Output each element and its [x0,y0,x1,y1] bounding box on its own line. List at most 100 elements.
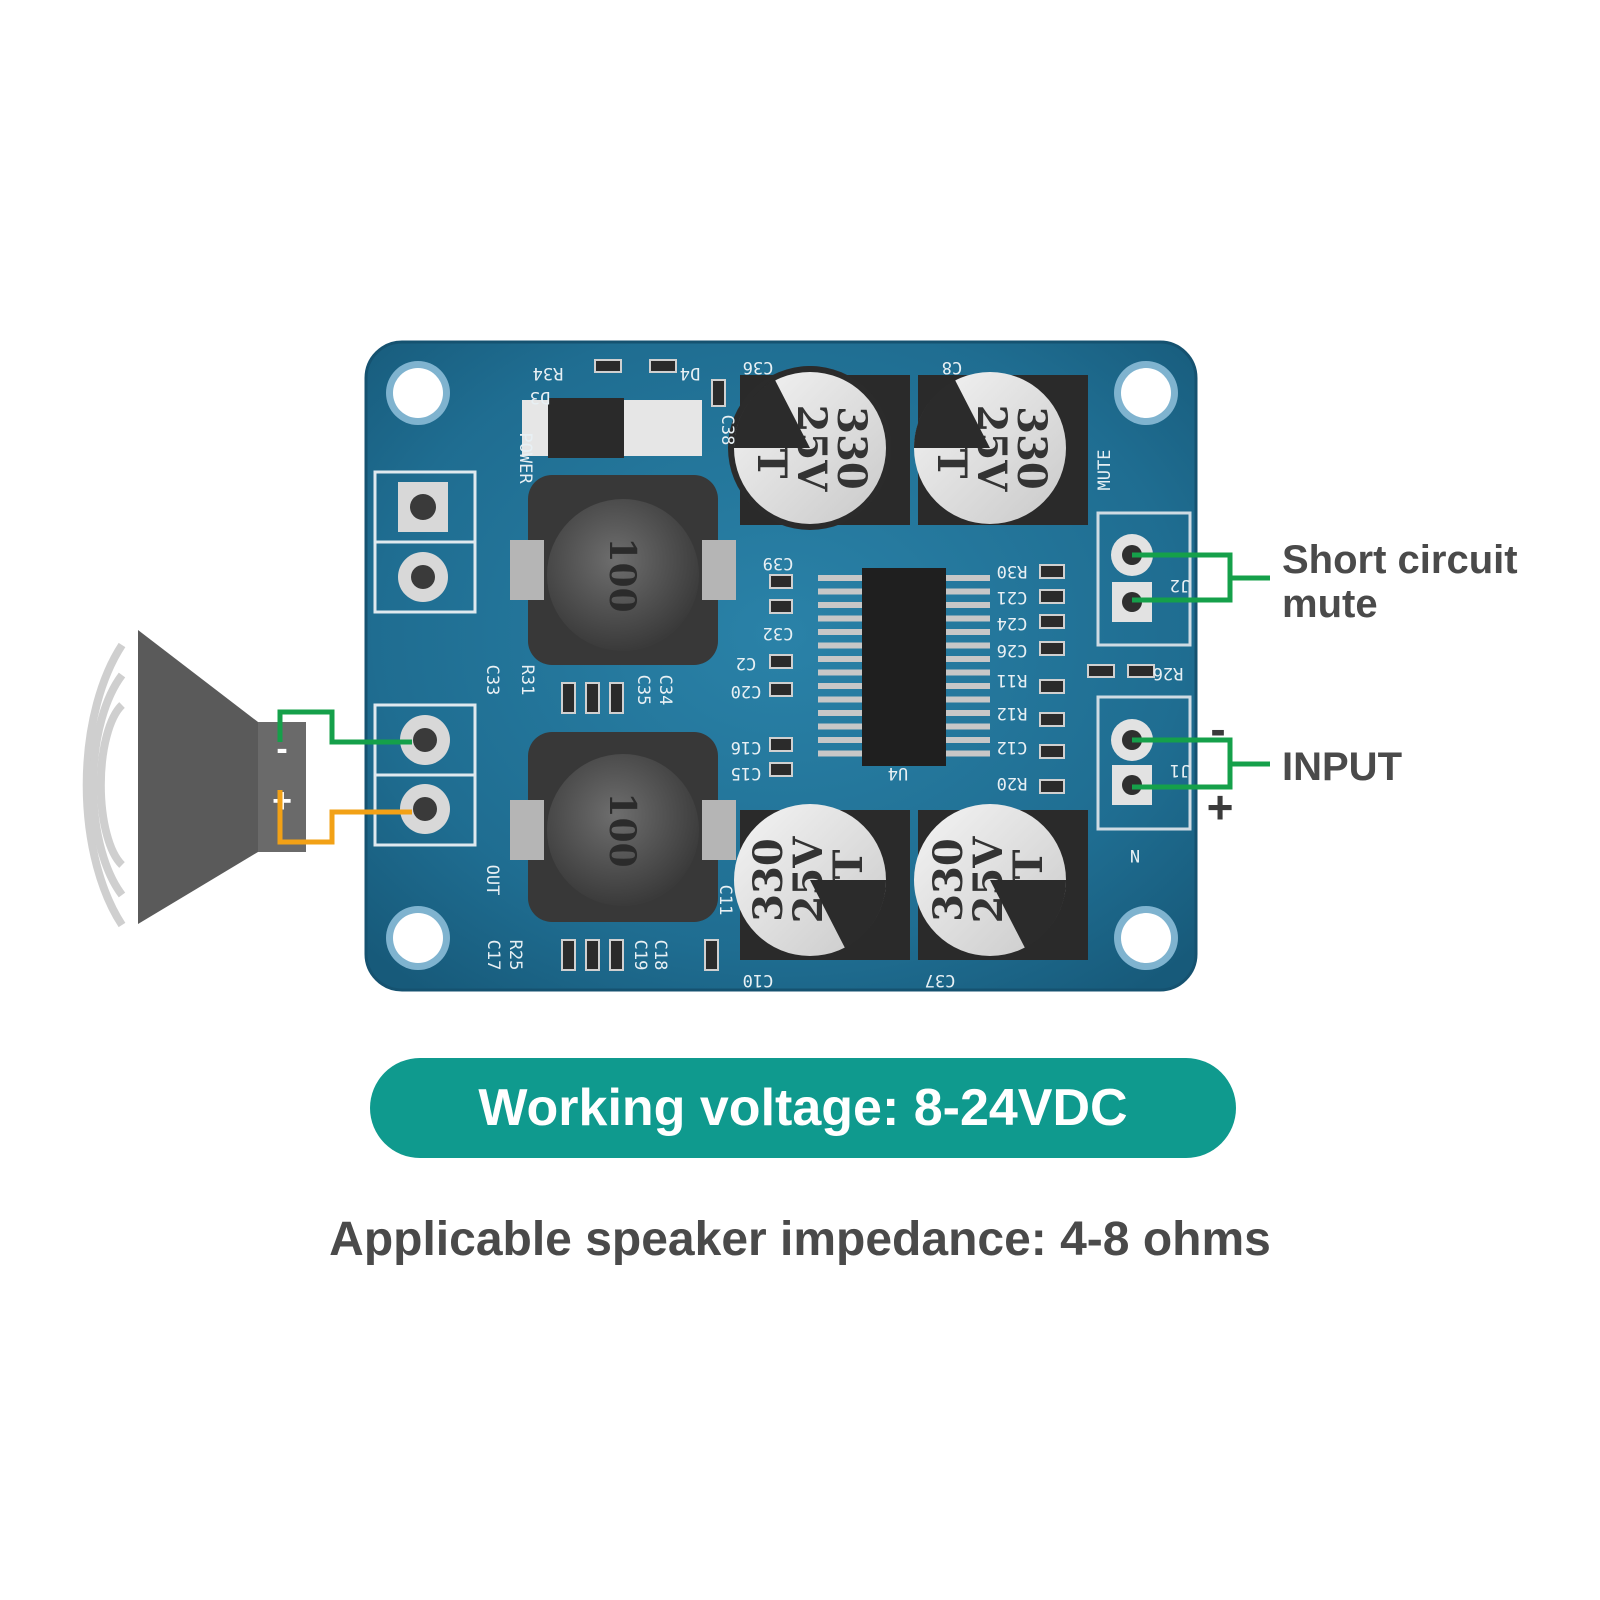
silk-label: R31 [517,665,537,696]
smd-component [1039,779,1065,794]
sound-wave-icon [82,642,126,928]
silk-label: C2 [736,653,756,673]
diode-d3 [522,398,702,458]
silk-label: C12 [997,737,1028,757]
smd-component [1039,712,1065,727]
smd-component [1127,664,1155,678]
silk-label: C34 [655,675,675,706]
silk-d4: D4 [680,363,700,383]
silk-c10: C10 [743,970,774,990]
speaker-wire-positive [277,790,412,845]
smd-component [769,654,793,669]
ic-pin [946,710,990,716]
ic-pin [946,696,990,703]
output-terminal [373,703,477,847]
power-terminal [373,470,477,614]
smd-component [594,359,622,373]
mounting-hole-inner [1121,368,1171,418]
ic-pin [946,602,990,608]
speaker-minus-label: - [276,730,287,768]
silk-label: C32 [763,623,794,643]
mounting-hole-inner [393,913,443,963]
inductor-top: 100 [510,475,736,665]
ic-pin [818,669,862,676]
smd-component [1039,679,1065,694]
ic-pin [818,710,862,716]
silk-label: R30 [997,561,1028,581]
silk-label: C26 [997,640,1028,660]
smd-component [1039,744,1065,759]
smd-component [1039,614,1065,629]
silk-label: C15 [731,763,762,783]
capacitor-voltage: 25V [785,836,832,924]
silk-label: C33 [482,665,502,696]
silk-c8: C8 [942,357,962,377]
silk-label: C21 [997,587,1028,607]
smd-component [649,359,677,373]
silk-label: U4 [888,763,908,783]
mounting-hole-inner [393,368,443,418]
ic-pin [818,683,862,689]
ic-pin [946,575,990,581]
smd-component [769,682,793,697]
silk-label: R11 [997,670,1028,690]
silk-c19: C19 [630,940,650,971]
smd-component [711,379,726,407]
silk-out: OUT [482,865,502,896]
smd-component [769,574,793,589]
speaker-icon: - + [138,630,306,924]
silk-label: C24 [997,613,1028,633]
capacitor-voltage: 25V [788,405,835,493]
pcb-board: 100 100 330 25V VT 330 [364,340,1198,992]
capacitor-top-left: 330 25V VT [728,366,910,530]
smd-component [1039,564,1065,579]
smd-component [1087,664,1115,678]
silk-c17: C17 [483,940,503,971]
capacitor-value: 330 [745,838,792,922]
silk-d3: D3 [530,387,550,407]
smd-components [561,359,1155,971]
ic-pin [818,723,862,730]
silk-label: C20 [731,681,762,701]
capacitor-bottom-right: 330 25V VT [914,804,1088,960]
ic-pin [946,669,990,676]
smd-component [609,939,624,971]
input-plus-sign: + [1207,781,1234,833]
silk-label: R12 [997,703,1028,723]
ic-pin [818,737,862,743]
capacitor-value: 330 [1008,406,1055,490]
ic-pin [818,656,862,662]
voltage-banner: Working voltage: 8-24VDC [370,1058,1236,1158]
silk-label: C39 [763,553,794,573]
smd-component [1039,641,1065,656]
smd-component [769,599,793,614]
smd-component [561,682,576,714]
ic-pin [818,750,862,757]
smd-component [609,682,624,714]
smd-component [704,939,719,971]
smd-component [769,737,793,752]
ic-pin [818,696,862,703]
silk-power: POWER [515,432,535,484]
ic-pin [946,615,990,622]
silk-label: C35 [633,675,653,706]
silk-label: R20 [997,773,1028,793]
silk-r34: R34 [533,363,564,383]
smd-component [1039,589,1065,604]
silk-c11: C11 [715,885,735,916]
silk-c18: C18 [650,940,670,971]
impedance-text: Applicable speaker impedance: 4-8 ohms [329,1213,1271,1266]
ic-pin [818,642,862,649]
ic-pin [946,588,990,595]
voltage-text: Working voltage: 8-24VDC [478,1079,1128,1137]
smd-component [561,939,576,971]
mute-callout-line1: Short circuit [1282,538,1518,582]
smd-component [769,762,793,777]
ic-pin [818,588,862,595]
ic-pin [818,615,862,622]
smd-component [585,682,600,714]
silk-label: R26 [1153,663,1184,683]
inductor-top-marking: 100 [601,537,643,612]
mute-callout-line2: mute [1282,582,1378,626]
